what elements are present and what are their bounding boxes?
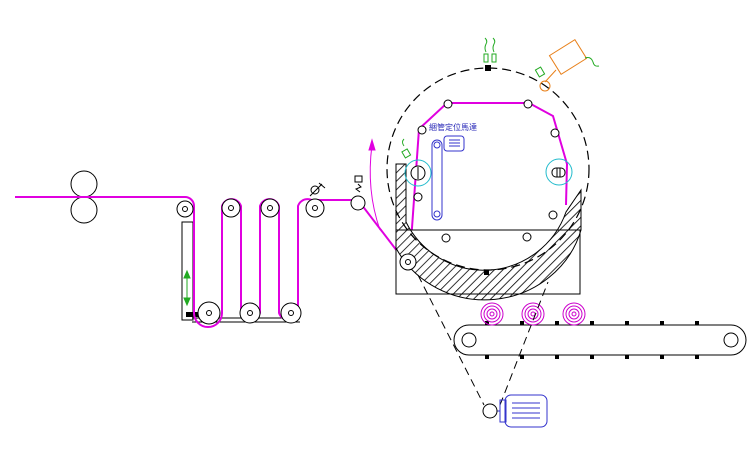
- conveyor-lugs: [485, 321, 699, 359]
- guide-rollers: [176, 195, 366, 325]
- actuator-icon: [539, 39, 588, 92]
- drum-rollers: [399, 99, 560, 271]
- product-rolls: [480, 302, 586, 326]
- motor-label: 綑管定位馬達: [429, 122, 477, 132]
- dancer-arrow-icon: [183, 269, 191, 307]
- drive-motor: [496, 394, 548, 428]
- drive-pulley: [482, 403, 498, 419]
- mandrel-right: [545, 158, 573, 186]
- cutter-icon: [309, 182, 326, 197]
- actuator-sensor-icon: [534, 57, 600, 78]
- conveyor: [453, 324, 747, 356]
- sensor-small-icon: [401, 138, 412, 159]
- swing-arrow-icon: [368, 138, 381, 231]
- sensor-icon: [483, 37, 497, 63]
- positioning-motor: [431, 135, 465, 221]
- nip-rollers: [70, 170, 98, 224]
- winding-drum: [386, 67, 590, 271]
- drive-belt: [417, 274, 549, 406]
- hatched-cradle: [395, 163, 582, 301]
- drum-top-marker: [485, 65, 491, 71]
- cradle-marker: [484, 270, 489, 275]
- sensor-box-icon: [354, 175, 363, 193]
- mandrel-left: [404, 159, 432, 187]
